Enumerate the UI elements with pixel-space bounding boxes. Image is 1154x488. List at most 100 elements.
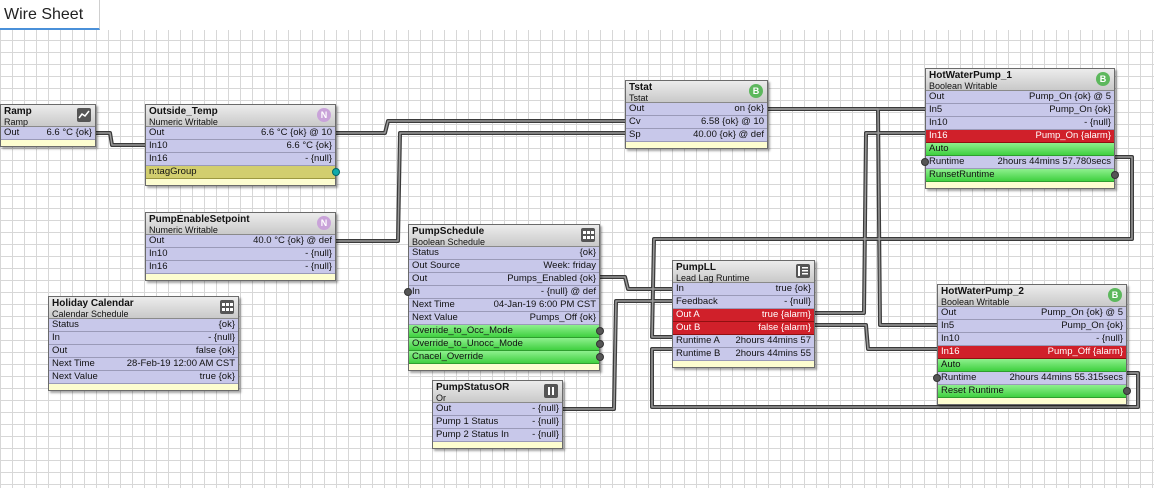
block-subtitle: Lead Lag Runtime: [676, 273, 750, 283]
tab-wire-sheet[interactable]: Wire Sheet: [0, 0, 100, 30]
action-auto[interactable]: Auto: [926, 143, 1114, 156]
boolean-badge-icon: B: [1096, 72, 1110, 86]
action-pin[interactable]: [596, 327, 604, 335]
slot-out[interactable]: Out- {null}: [433, 403, 562, 416]
ramp-header[interactable]: Ramp Ramp: [1, 105, 95, 127]
action-override-to-unocc[interactable]: Override_to_Unocc_Mode: [409, 338, 604, 351]
slot-status[interactable]: Status{ok}: [409, 247, 599, 260]
hot-water-pump-2-header[interactable]: HotWaterPump_2 Boolean Writable B: [938, 285, 1126, 307]
slot-in[interactable]: In- {null}: [49, 332, 238, 345]
slot-feedback[interactable]: Feedback- {null}: [673, 296, 814, 309]
action-reset-runtime[interactable]: Reset Runtime: [938, 385, 1131, 398]
wire-ramp-to-outside-temp[interactable]: [95, 131, 145, 147]
action-pin[interactable]: [1123, 387, 1131, 395]
wire-pumpll-outa-to-hwp1-in16[interactable]: [813, 131, 925, 315]
in-pin[interactable]: [404, 288, 412, 296]
slot-in16[interactable]: In16- {null}: [146, 153, 335, 166]
action-auto[interactable]: Auto: [938, 359, 1126, 372]
action-runset-runtime[interactable]: RunsetRuntime: [926, 169, 1119, 182]
action-pin[interactable]: [1111, 171, 1119, 179]
block-subtitle: Numeric Writable: [149, 117, 218, 127]
tstat-header[interactable]: Tstat Tstat B: [626, 81, 767, 103]
slot-in10[interactable]: In10- {null}: [926, 117, 1114, 130]
action-pin[interactable]: [596, 340, 604, 348]
block-title: Tstat: [629, 82, 653, 93]
slot-tag-group[interactable]: n:tagGroup: [146, 166, 340, 179]
action-pin[interactable]: [596, 353, 604, 361]
block-subtitle: Calendar Schedule: [52, 309, 129, 319]
pump-status-or-header[interactable]: PumpStatusOR Or: [433, 381, 562, 403]
pump-schedule-header[interactable]: PumpSchedule Boolean Schedule: [409, 225, 599, 247]
action-override-to-occ[interactable]: Override_to_Occ_Mode: [409, 325, 604, 338]
pump-enable-setpoint-header[interactable]: PumpEnableSetpoint Numeric Writable N: [146, 213, 335, 235]
tab-strip: [100, 0, 1154, 30]
wire-pumpll-outb-to-hwp2-in16[interactable]: [813, 323, 937, 351]
block-subtitle: Boolean Schedule: [412, 237, 486, 247]
slot-in10[interactable]: In10- {null}: [146, 248, 335, 261]
action-cancel-override[interactable]: Cnacel_Override: [409, 351, 604, 364]
slot-pump2-status[interactable]: Pump 2 Status In- {null}: [433, 429, 562, 442]
calendar-grid-icon: [220, 300, 234, 314]
holiday-calendar-block[interactable]: Holiday Calendar Calendar Schedule Statu…: [48, 296, 239, 391]
block-subtitle: Ramp: [4, 117, 29, 127]
block-title: PumpEnableSetpoint: [149, 214, 250, 225]
block-subtitle: Or: [436, 393, 446, 403]
boolean-badge-icon: B: [749, 84, 763, 98]
runtime-pin[interactable]: [921, 158, 929, 166]
block-title: PumpLL: [676, 262, 716, 273]
pump-enable-setpoint-block[interactable]: PumpEnableSetpoint Numeric Writable N Ou…: [145, 212, 336, 281]
block-subtitle: Boolean Writable: [929, 81, 998, 91]
runtime-pin[interactable]: [933, 374, 941, 382]
pump-status-or-block[interactable]: PumpStatusOR Or Out- {null} Pump 1 Statu…: [432, 380, 563, 449]
slot-in16[interactable]: In16- {null}: [146, 261, 335, 274]
tag-group-pin[interactable]: [332, 168, 340, 176]
hot-water-pump-1-header[interactable]: HotWaterPump_1 Boolean Writable B: [926, 69, 1114, 91]
slot-pump1-status[interactable]: Pump 1 Status- {null}: [433, 416, 562, 429]
holiday-calendar-header[interactable]: Holiday Calendar Calendar Schedule: [49, 297, 238, 319]
block-subtitle: Numeric Writable: [149, 225, 218, 235]
slot-in10[interactable]: In10- {null}: [938, 333, 1126, 346]
block-title: PumpStatusOR: [436, 382, 510, 393]
slot-in[interactable]: In- {null} @ def: [404, 286, 599, 299]
slot-status[interactable]: Status{ok}: [49, 319, 238, 332]
pump-schedule-block[interactable]: PumpSchedule Boolean Schedule Status{ok}…: [404, 224, 604, 371]
pump-ll-header[interactable]: PumpLL Lead Lag Runtime: [673, 261, 814, 283]
wire-schedule-to-pumpll-in[interactable]: [598, 275, 672, 291]
block-title: PumpSchedule: [412, 226, 485, 237]
outside-temp-header[interactable]: Outside_Temp Numeric Writable N: [146, 105, 335, 127]
